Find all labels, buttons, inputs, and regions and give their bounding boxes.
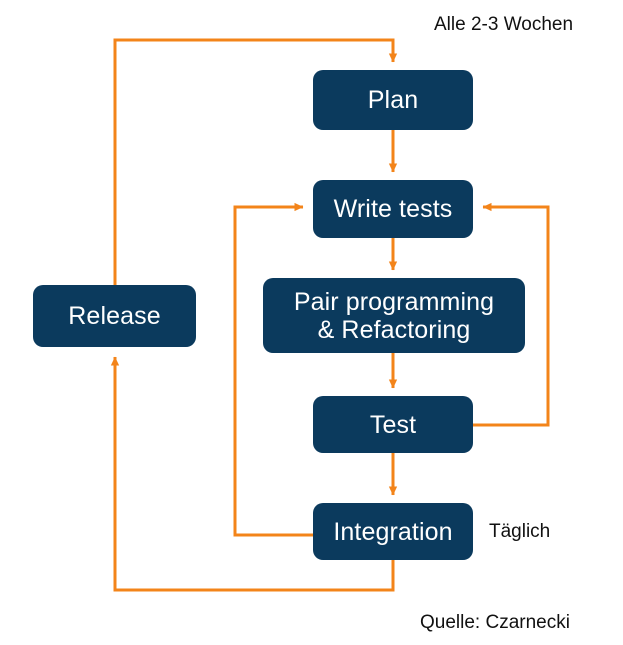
annotation-integration-cadence: Täglich [489, 521, 551, 542]
node-pair-programming[interactable]: Pair programming & Refactoring [263, 278, 525, 353]
connector-release-to-plan [113, 38, 398, 285]
node-test[interactable]: Test [313, 396, 473, 453]
node-integration-label: Integration [333, 517, 453, 546]
node-write-tests[interactable]: Write tests [313, 180, 473, 238]
node-release-label: Release [68, 302, 161, 330]
connector-integration-to-write-tests [233, 202, 313, 537]
node-release[interactable]: Release [33, 285, 196, 347]
node-write-tests-label: Write tests [333, 195, 453, 223]
node-integration[interactable]: Integration [313, 503, 473, 560]
connector-integration-to-release [110, 356, 395, 592]
node-test-label: Test [369, 410, 417, 439]
connector-test-to-write-tests [473, 202, 550, 427]
node-pair-programming-label: Pair programming & Refactoring [293, 287, 495, 344]
node-plan-label: Plan [367, 86, 419, 114]
annotation-iteration-cadence: Alle 2-3 Wochen [434, 14, 574, 35]
node-plan[interactable]: Plan [313, 70, 473, 130]
source-credit: Quelle: Czarnecki [420, 612, 570, 633]
